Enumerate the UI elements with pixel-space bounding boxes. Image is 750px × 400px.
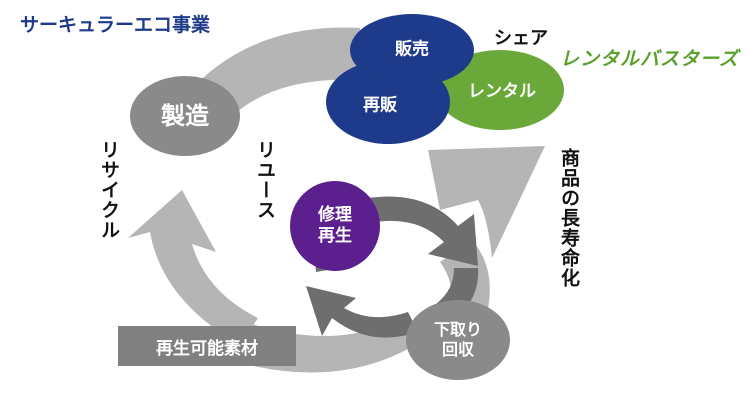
node-rental-label: レンタル xyxy=(468,81,536,102)
node-shuuri-line2: 再生 xyxy=(318,226,352,246)
inner-arrow-top xyxy=(368,196,478,266)
node-shitadori-circle xyxy=(406,300,510,380)
node-hanbai-circle xyxy=(350,14,474,86)
outer-arrow-left xyxy=(128,190,258,345)
node-shitadori-line1: 下取り xyxy=(433,320,483,339)
flow-longevity-label: 商品の長寿命化 xyxy=(558,148,580,288)
node-seizou-label: 製造 xyxy=(161,102,209,130)
node-shitadori-label: 下取り 回収 xyxy=(434,320,482,360)
node-shitadori-line2: 回収 xyxy=(441,340,475,359)
node-hanbai-label: 販売 xyxy=(395,39,429,60)
renewable-material-box: 再生可能素材 xyxy=(118,326,296,366)
node-shuuri-label: 修理 再生 xyxy=(318,205,352,248)
share-label: シェア xyxy=(494,28,548,49)
flow-reuse-label: リユース xyxy=(254,140,276,220)
rental-busters-logo: レンタルバスターズ xyxy=(560,48,740,70)
outer-arrow-right xyxy=(428,146,545,258)
node-rental-circle xyxy=(436,50,564,130)
brand-title: サーキュラーエコ事業 xyxy=(20,14,211,36)
node-shuuri-circle xyxy=(290,181,380,271)
inner-arrow-bottom xyxy=(306,286,418,338)
node-shuuri-line1: 修理 xyxy=(318,204,352,225)
node-seizou-circle xyxy=(130,76,240,156)
node-saihan-label: 再販 xyxy=(363,95,397,116)
flow-recycle-label: リサイクル xyxy=(98,140,120,240)
